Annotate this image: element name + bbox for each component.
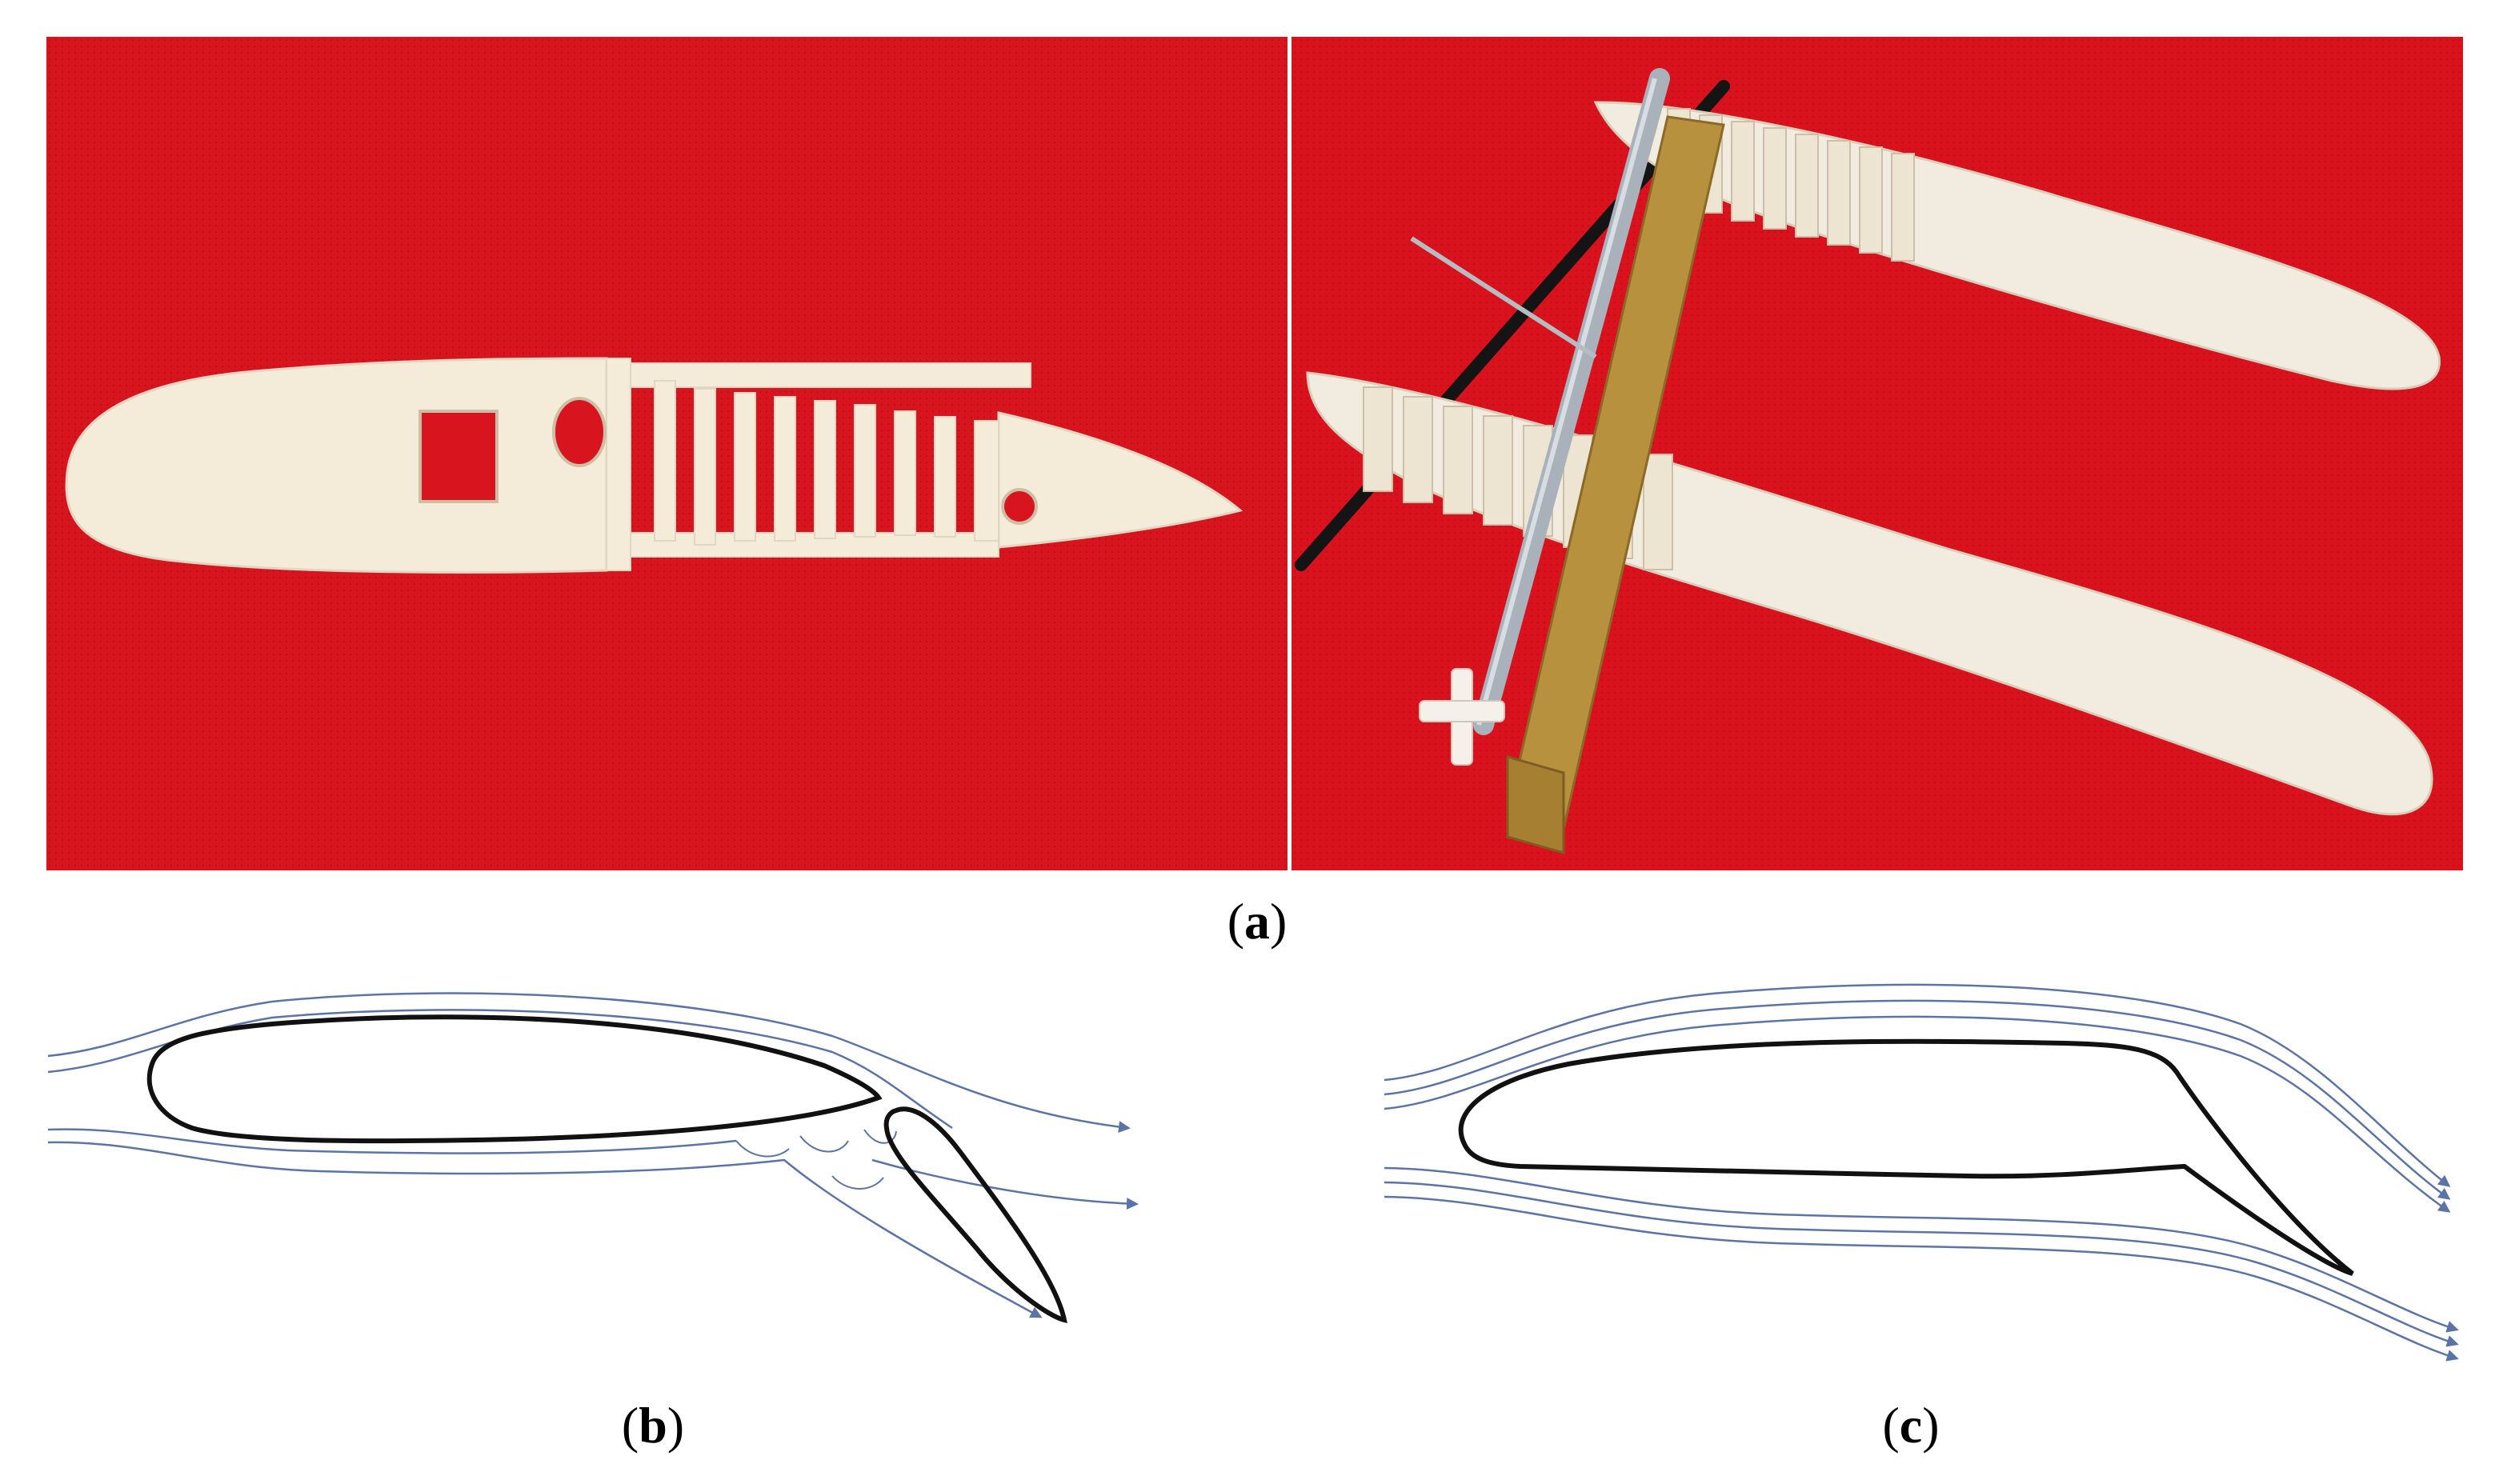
caption-b: (b) [621,1397,685,1454]
photo-printed-rib [46,37,1288,870]
main-airfoil [146,1014,883,1144]
round-hole-rear [1001,488,1038,525]
square-hole [419,410,499,503]
photo-assembled-rig [1292,37,2463,870]
caption-c: (c) [1882,1397,1940,1454]
rib-trailing-section [997,411,1243,549]
metal-rod [1473,68,1670,735]
printed-rib-illustration [46,37,1288,870]
compliant-zigzag [606,358,1031,571]
morphing-airfoil-schematic [1384,983,2459,1362]
lower-streamlines [1384,1166,2459,1362]
wooden-spar-end [1506,755,1565,854]
diagram-flap-airfoil [32,960,1184,1376]
caption-a: (a) [1227,893,1288,950]
flap-airfoil-schematic [47,992,1139,1324]
flap [883,1106,1067,1324]
diagram-morphing-airfoil [1360,960,2481,1376]
metal-rod-highlight [1476,78,1657,726]
small-gear [1419,668,1505,766]
assembled-rig-illustration [1292,37,2463,870]
vortices [735,1129,897,1190]
wire-link [1410,236,1597,359]
streamlines [47,992,1139,1318]
morphing-airfoil [1458,1038,2354,1276]
round-hole-front [552,397,607,467]
upper-streamlines [1384,983,2451,1213]
